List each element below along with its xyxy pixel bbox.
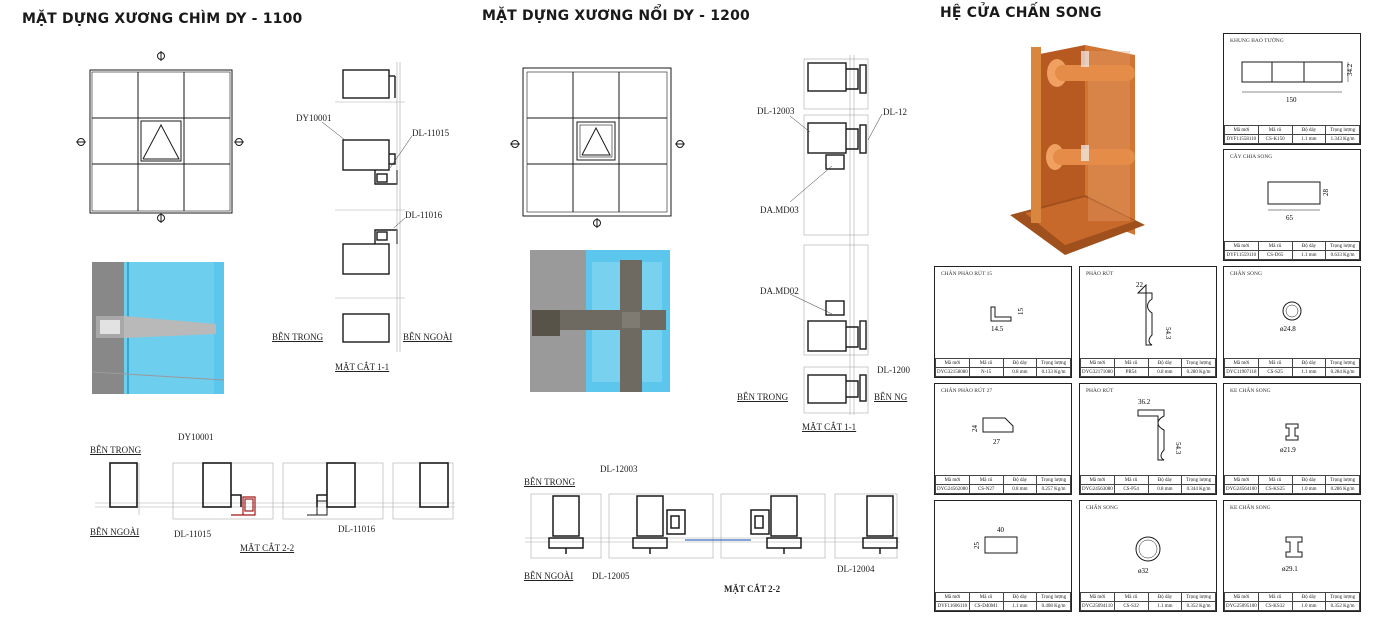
svg-text:24: 24 (971, 425, 979, 433)
label-noi-mat-cat-1-1: MẶT CẮT 1-1 (802, 422, 857, 432)
label-bottom-dl11015: DL-11015 (174, 529, 212, 539)
svg-text:65: 65 (1286, 214, 1294, 222)
profile-diagram: ø24.8 (1280, 301, 1302, 333)
svg-text:14.5: 14.5 (991, 325, 1004, 333)
svg-text:40: 40 (997, 526, 1005, 534)
noi-section-2-2-drawing (525, 493, 900, 559)
label-damd02: DA.MD02 (760, 286, 799, 296)
noi-leader-lines (789, 113, 883, 315)
label-bottom-dl12005: DL-12005 (592, 571, 630, 581)
song-title: HỆ CỬA CHẤN SONG (940, 5, 1102, 21)
profile-diagram: ø29.1 (1282, 536, 1303, 573)
profile-diagram: 27 24 (971, 417, 1014, 446)
chim-title: MẶT DỰNG XƯƠNG CHÌM DY - 1100 (22, 11, 303, 27)
label-noi-bottom-ben-ngoai: BÊN NGOÀI (524, 571, 574, 581)
profile-diagram: 150 34.2 (1241, 61, 1354, 104)
profile-diagram: 14.5 15 (990, 306, 1025, 333)
label-damd03: DA.MD03 (760, 205, 799, 215)
chim-3d-render (92, 262, 224, 394)
svg-text:ø29.1: ø29.1 (1282, 565, 1298, 573)
label-dl12-cut: DL-12 (883, 107, 907, 117)
profile-diagram: 36.2 54.3 (1137, 398, 1182, 461)
noi-title: MẶT DỰNG XƯƠNG NỔI DY - 1200 (482, 8, 750, 24)
label-mat-cat-2-2: MẶT CẮT 2-2 (240, 543, 295, 553)
svg-text:54.3: 54.3 (1174, 442, 1182, 455)
label-bottom-dl11016: DL-11016 (338, 524, 376, 534)
label-bottom-ben-ngoai: BÊN NGOÀI (90, 527, 140, 537)
svg-text:15: 15 (1017, 308, 1025, 316)
label-dl11016: DL-11016 (405, 210, 443, 220)
label-bottom-dl12004: DL-12004 (837, 564, 875, 574)
profile-diagram: 22 54.3 (1136, 281, 1172, 346)
label-noi-bottom-ben-trong: BÊN TRONG (524, 477, 576, 487)
label-dy10001: DY10001 (296, 113, 332, 123)
svg-text:22: 22 (1136, 281, 1144, 289)
dim-width: 150 (1286, 96, 1297, 104)
chim-elevation-drawing (76, 51, 244, 223)
label-noi-ben-ngoai-cut: BÊN NG (874, 392, 908, 402)
label-ben-ngoai: BÊN NGOÀI (403, 332, 453, 342)
chim-section-2-2-drawing (95, 462, 455, 520)
label-noi-mat-cat-2-2: MẶT CẮT 2-2 (724, 584, 781, 594)
card-title: KHUNG BAO TƯỜNG (1230, 38, 1284, 44)
svg-text:ø32: ø32 (1138, 567, 1149, 575)
label-dl12003: DL-12003 (757, 106, 795, 116)
svg-text:36.2: 36.2 (1138, 398, 1151, 406)
dim-height: 34.2 (1346, 63, 1354, 76)
noi-3d-render (530, 250, 670, 392)
label-noi-ben-trong: BÊN TRONG (737, 392, 789, 402)
profile-diagram: ø32 (1135, 536, 1161, 575)
noi-section-1-1-drawing (803, 55, 869, 415)
svg-text:ø24.8: ø24.8 (1280, 325, 1296, 333)
svg-text:27: 27 (993, 438, 1001, 446)
song-3d-render (1010, 45, 1145, 255)
card-title: CÂY CHIA SONG (1230, 154, 1273, 160)
label-bottom-dl12003: DL-12003 (600, 464, 638, 474)
label-bottom-ben-trong: BÊN TRONG (90, 445, 142, 455)
profile-diagram: ø21.9 (1280, 423, 1299, 454)
profile-diagram: 40 25 (973, 526, 1018, 554)
svg-text:28: 28 (1322, 189, 1330, 197)
noi-elevation-drawing (510, 67, 685, 228)
chim-leader-lines (321, 121, 413, 228)
svg-text:25: 25 (973, 542, 981, 550)
profile-diagram: 65 28 (1267, 181, 1330, 222)
label-dl11015: DL-11015 (412, 128, 450, 138)
label-ben-trong: BÊN TRONG (272, 332, 324, 342)
svg-text:ø21.9: ø21.9 (1280, 446, 1296, 454)
svg-text:54.3: 54.3 (1164, 327, 1172, 340)
label-bottom-dy10001: DY10001 (178, 432, 214, 442)
label-dl1200-cut: DL-1200 (877, 365, 910, 375)
chim-section-1-1-drawing (335, 62, 405, 352)
label-mat-cat-1-1: MẶT CẮT 1-1 (335, 362, 390, 372)
